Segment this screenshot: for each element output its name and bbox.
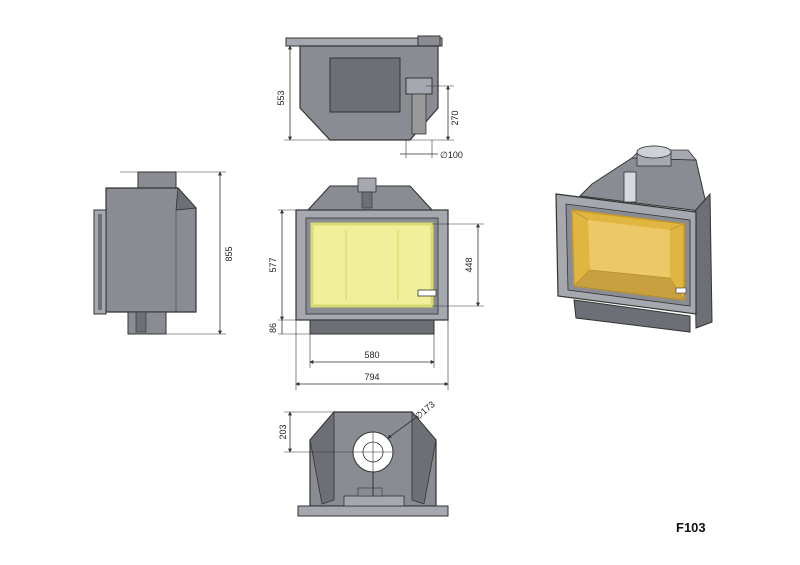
- side-height-label: 855: [224, 246, 234, 261]
- front-body-height-label: 577: [268, 257, 278, 272]
- front-base-height-label: 86: [268, 323, 278, 333]
- bottom-view: ∅173 203: [278, 399, 449, 517]
- front-view: 577 86 448 580 794: [268, 177, 484, 390]
- front-glass-height-label: 448: [464, 257, 474, 272]
- front-overall-width-label: 794: [364, 372, 379, 382]
- top-flue-diameter-label: ∅100: [440, 150, 463, 160]
- bottom-duct-diameter-label: ∅173: [413, 399, 437, 421]
- top-view: 553 270 ∅100: [276, 35, 463, 160]
- front-glass-width-label: 580: [364, 350, 379, 360]
- top-depth-label: 553: [276, 90, 286, 105]
- model-code-label: F103: [676, 520, 706, 535]
- top-flue-offset-label: 270: [450, 110, 460, 125]
- bottom-depth-label: 203: [278, 424, 288, 439]
- side-view: 855: [93, 171, 234, 335]
- front-glass: [310, 222, 434, 308]
- isometric-view: [555, 145, 713, 333]
